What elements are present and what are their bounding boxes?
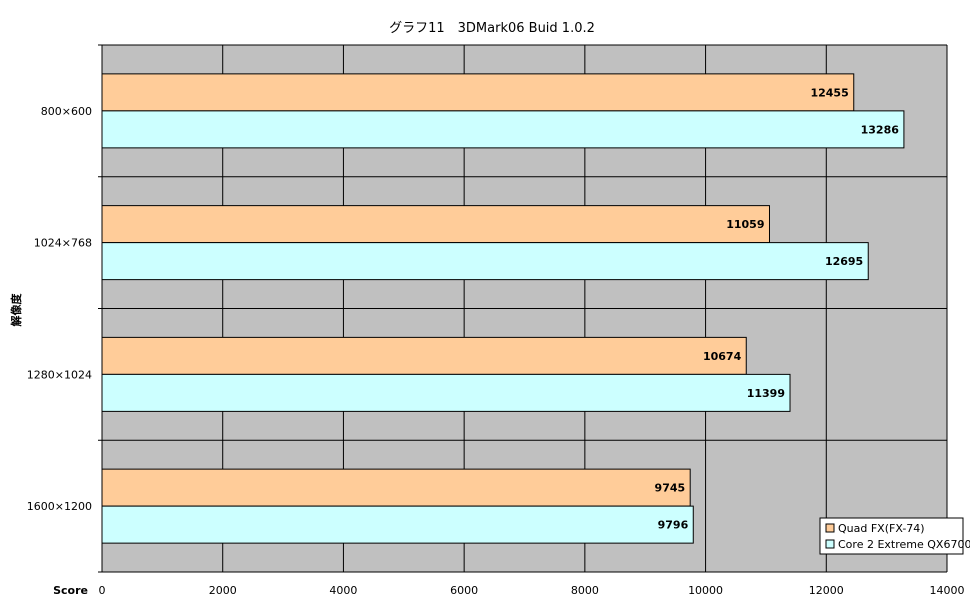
x-tick-label: 0	[99, 584, 106, 597]
bars	[101, 73, 905, 544]
legend: Quad FX(FX-74) Core 2 Extreme QX6700	[819, 517, 970, 555]
data-label-series-1-cat-2: 11399	[747, 387, 785, 400]
x-tick-label: 2000	[209, 584, 237, 597]
x-tick-label: 10000	[688, 584, 723, 597]
y-tick-label: 800×600	[41, 105, 92, 118]
data-label-series-0-cat-1: 11059	[726, 218, 764, 231]
data-label-series-0-cat-2: 10674	[703, 350, 742, 363]
chart-title: グラフ11 3DMark06 Buid 1.0.2	[389, 21, 595, 36]
x-axis-ticks: 0 2000 4000 6000 8000 10000 12000 14000	[99, 584, 965, 597]
data-label-series-0-cat-3: 9745	[655, 482, 686, 495]
data-label-series-0-cat-0: 12455	[810, 86, 848, 99]
x-tick-label: 12000	[809, 584, 844, 597]
data-label-series-1-cat-0: 13286	[861, 123, 900, 136]
bar-series-1-cat-3	[101, 505, 694, 544]
x-tick-label: 14000	[930, 584, 965, 597]
legend-swatch-quad-fx	[825, 523, 835, 533]
legend-box	[819, 517, 964, 555]
x-tick-label: 8000	[571, 584, 599, 597]
legend-label-quad-fx: Quad FX(FX-74)	[838, 522, 925, 535]
y-axis-label: 解像度	[9, 293, 23, 327]
bar-series-1-cat-0	[101, 110, 905, 149]
bar-series-0-cat-3	[101, 468, 691, 507]
legend-swatch-core2-extreme	[825, 539, 835, 549]
data-label-series-1-cat-3: 9796	[658, 519, 689, 532]
bar-series-1-cat-1	[101, 242, 869, 281]
bar-series-0-cat-1	[101, 205, 770, 244]
y-tick-label: 1280×1024	[27, 368, 92, 381]
data-labels: 12455 11059 10674 9745 13286 12695 11399 9796	[655, 86, 900, 531]
x-tick-label: 4000	[329, 584, 357, 597]
bar-series-1-cat-2	[101, 373, 791, 412]
y-tick-label: 1024×768	[34, 237, 92, 250]
y-axis-ticks: 800×600 1024×768 1280×1024 1600×1200	[27, 44, 102, 573]
x-tick-label: 6000	[450, 584, 478, 597]
bar-series-0-cat-0	[101, 73, 855, 112]
legend-label-core2-extreme: Core 2 Extreme QX6700	[838, 538, 970, 551]
data-label-series-1-cat-1: 12695	[825, 255, 863, 268]
bar-series-0-cat-2	[101, 336, 747, 375]
x-axis-label: Score	[53, 584, 88, 597]
y-tick-label: 1600×1200	[27, 500, 92, 513]
